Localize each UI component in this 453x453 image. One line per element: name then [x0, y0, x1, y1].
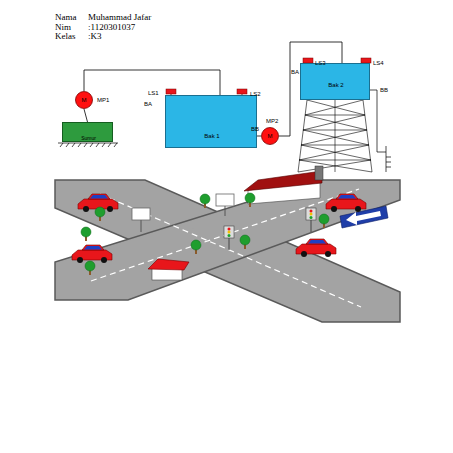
- header-text: :1120301037: [88, 23, 135, 32]
- node-label: Bak 1: [166, 133, 258, 139]
- outlet-pipe: [370, 90, 391, 172]
- red-lamp: [310, 210, 313, 213]
- traffic-light: [306, 208, 316, 220]
- motor-circle: [262, 128, 279, 145]
- level-label: BB: [251, 126, 259, 132]
- motor-label: MP2: [266, 118, 278, 124]
- yellow-lamp: [310, 213, 313, 216]
- tree: [240, 235, 250, 249]
- lane-marking: [100, 194, 361, 307]
- level-label: BB: [380, 87, 388, 93]
- motor-circle: [76, 92, 93, 109]
- arrow-sign: [340, 206, 388, 228]
- node-label: M: [261, 133, 279, 139]
- chimney: [315, 166, 323, 180]
- road: [55, 180, 400, 300]
- tree: [319, 214, 329, 228]
- signboard: [216, 194, 234, 206]
- level-label: BA: [144, 101, 152, 107]
- tank-box: Bak 1: [165, 95, 257, 148]
- car: [72, 245, 112, 263]
- lane-marking: [91, 189, 359, 281]
- traffic-light: [224, 226, 234, 238]
- pump-motor: MMP2: [261, 127, 279, 145]
- tree: [85, 261, 95, 275]
- tree: [191, 240, 201, 254]
- pipe-line: [84, 109, 88, 122]
- motor-label: MP1: [97, 97, 109, 103]
- node-label: Sumur: [63, 136, 114, 141]
- pump-motor: MMP1: [75, 91, 93, 109]
- sign-pole: [141, 206, 225, 232]
- pipe-line: [257, 136, 261, 137]
- level-label: BA: [291, 69, 299, 75]
- car: [296, 239, 336, 257]
- ground-hatch: [58, 143, 118, 147]
- pipe-line: [84, 70, 220, 95]
- node-label: Bak 2: [301, 82, 371, 88]
- yellow-lamp: [228, 231, 231, 234]
- tower-frame: [298, 100, 372, 172]
- header-text: Muhammad Jafar: [88, 13, 151, 22]
- well-box: Sumur: [62, 122, 113, 142]
- tree: [95, 207, 105, 221]
- header-text: :K3: [88, 32, 102, 41]
- switch-label: LS4: [373, 60, 384, 66]
- signboard: [132, 208, 150, 220]
- car: [326, 194, 366, 212]
- green-lamp: [228, 234, 231, 237]
- barn-roof: [244, 171, 322, 191]
- level-switch: [237, 89, 247, 94]
- tank-box: Bak 2: [300, 63, 370, 100]
- light-pole: [229, 220, 311, 250]
- switch-label: LS3: [315, 60, 326, 66]
- header-text: Kelas: [55, 32, 76, 41]
- tree: [81, 227, 91, 241]
- node-label: M: [75, 97, 93, 103]
- red-lamp: [228, 228, 231, 231]
- house-roof: [148, 259, 189, 270]
- switch-label: LS1: [148, 90, 159, 96]
- road: [55, 180, 400, 322]
- level-switch: [166, 89, 176, 94]
- header-text: Nama: [55, 13, 77, 22]
- switch-label: LS2: [250, 91, 261, 97]
- arrow-symbol: [346, 211, 381, 225]
- header-text: Nim: [55, 23, 71, 32]
- tree: [245, 193, 255, 207]
- green-lamp: [310, 216, 313, 219]
- tree: [200, 194, 210, 208]
